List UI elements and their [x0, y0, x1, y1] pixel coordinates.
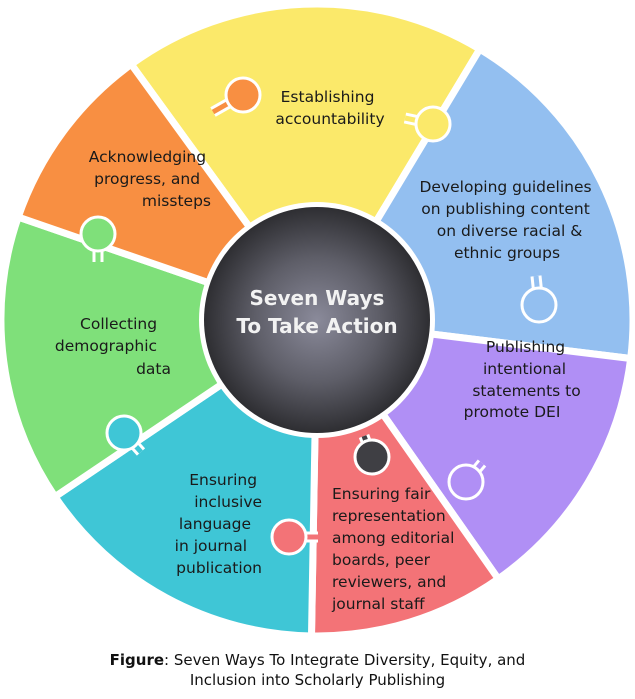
action-wheel-diagram: Seven Ways To Take Action Establishing a…	[1, 4, 633, 636]
connector-knob-icon	[270, 518, 308, 556]
label-demographic: Collecting demographic data	[55, 315, 171, 378]
connector-knob-icon	[447, 463, 485, 501]
connector-knob-icon	[520, 286, 558, 324]
label-language: Ensuring inclusive language in journal p…	[175, 471, 267, 577]
connector-knob-icon	[224, 76, 262, 114]
label-representation: Ensuring fair representation among edito…	[331, 485, 459, 613]
segment-labels: Establishing accountability Developing g…	[55, 88, 596, 613]
label-statements: Publishing intentional statements to pro…	[464, 338, 586, 421]
hub-title-line-2: To Take Action	[236, 314, 397, 338]
connector-knob-icon	[414, 105, 452, 143]
caption-line-2: Inclusion into Scholarly Publishing	[189, 671, 446, 689]
connector-knob-icon	[105, 414, 143, 452]
connector-knob-icon	[79, 215, 117, 253]
label-guidelines: Developing guidelines on publishing cont…	[419, 178, 596, 262]
center-hub: Seven Ways To Take Action	[199, 202, 435, 438]
hub-title-line-1: Seven Ways	[250, 286, 385, 310]
connector-knob-icon	[353, 438, 391, 476]
caption-line-1: Figure: Seven Ways To Integrate Diversit…	[0, 650, 635, 670]
connector-knobs	[79, 76, 558, 556]
caption-label: Figure	[109, 651, 165, 669]
label-accountability: Establishing accountability	[275, 88, 384, 128]
figure-caption: Figure: Seven Ways To Integrate Diversit…	[0, 650, 635, 690]
label-acknowledging: Acknowledging progress, and missteps	[89, 148, 211, 210]
caption-text: : Seven Ways To Integrate Diversity, Equ…	[164, 651, 526, 669]
